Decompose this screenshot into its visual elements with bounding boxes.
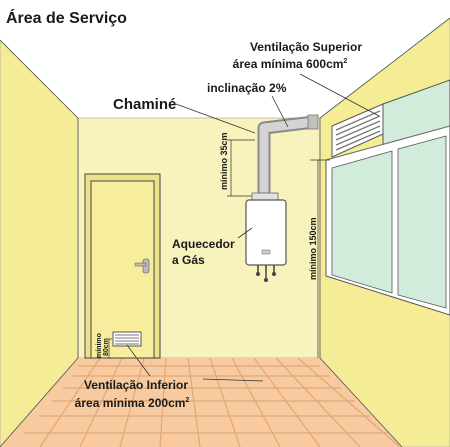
heater-label: Aquecedor <box>172 237 235 251</box>
heater-label-line2: a Gás <box>172 253 205 267</box>
chimney-min-35-label: mínimo 35cm <box>219 132 229 190</box>
dimension-150cm <box>310 159 330 358</box>
leader-lines <box>126 73 380 382</box>
ceiling <box>0 0 450 118</box>
vent-min-80-label: mínimo <box>96 333 103 358</box>
dimension-80cm <box>106 338 112 359</box>
window-min-150-label: mínimo 150cm <box>308 217 318 280</box>
dimension-35cm <box>227 139 255 197</box>
lower-vent <box>112 331 142 347</box>
room-edges <box>0 17 450 447</box>
upper-vent-label: Ventilação Superior <box>250 40 362 54</box>
upper-vent <box>331 103 384 158</box>
upper-vent-area-label: área mínima 600cm2 <box>233 57 348 71</box>
window <box>325 79 450 316</box>
lower-vent-area-label: área mínima 200cm2 <box>75 396 190 410</box>
door <box>84 173 161 359</box>
lower-vent-label: Ventilação Inferior <box>84 378 188 392</box>
chimney-label: Chaminé <box>113 96 176 113</box>
slope-label: inclinação 2% <box>207 81 287 95</box>
chimney <box>257 114 319 196</box>
vent-min-80-label-line2: 80cm <box>103 338 110 356</box>
floor <box>0 358 402 447</box>
page-title: Área de Serviço <box>6 8 127 27</box>
floor-tile-grid <box>24 358 401 447</box>
